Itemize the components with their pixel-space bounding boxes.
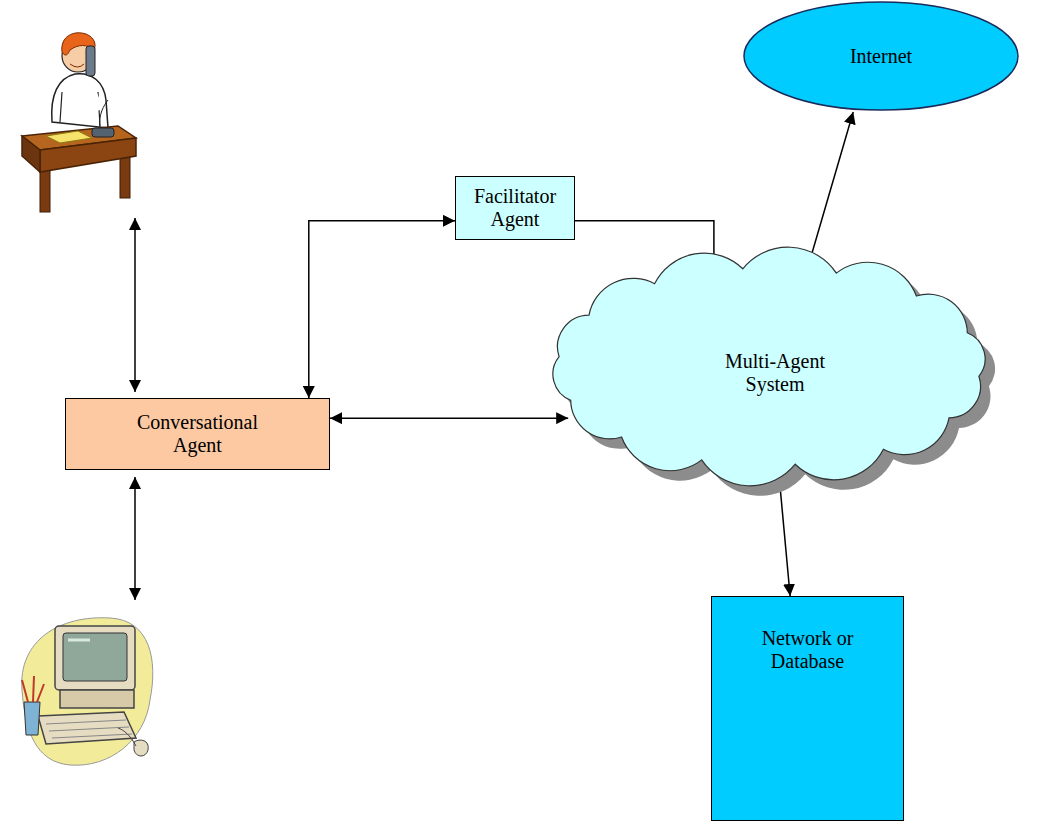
connector-arrow (808, 112, 853, 267)
papers (46, 131, 92, 143)
system-cloud: Multi-Agent System (540, 250, 1010, 495)
keyboard-keys (46, 720, 132, 738)
phone-base (92, 128, 114, 137)
ellipse-shape (744, 2, 1018, 110)
mouse (134, 740, 148, 756)
shirt (52, 74, 108, 128)
desk-side (22, 136, 40, 172)
mouth (70, 64, 84, 67)
computer-icon (22, 618, 153, 765)
database-box: Network or Database (711, 596, 904, 821)
mouse-cord (118, 728, 136, 746)
monitor (55, 626, 135, 690)
cloud-shape (553, 247, 985, 486)
phone-cord (100, 100, 108, 128)
icon-arrow (134, 218, 136, 392)
desk-front (40, 138, 136, 172)
connector-arrow (780, 483, 790, 596)
icon-background (22, 618, 153, 765)
internet-ellipse: Internet (742, 0, 1020, 112)
node-label: Conversational Agent (113, 411, 283, 457)
icon-arrow (134, 477, 136, 600)
connector-arrow (330, 417, 568, 419)
agent-box: Facilitator Agent (455, 176, 575, 240)
keyboard (38, 712, 136, 744)
pencil-cup (24, 702, 40, 735)
handset (86, 46, 95, 76)
arm (88, 78, 100, 110)
node-label: Facilitator Agent (463, 185, 567, 231)
screen-glare (68, 639, 90, 642)
node-label: Internet (850, 45, 912, 68)
pencils (22, 676, 44, 702)
screen (63, 633, 127, 681)
agent-box: Conversational Agent (65, 398, 330, 470)
computer-case (60, 690, 134, 708)
desk-leg (40, 170, 50, 212)
node-label: Network or Database (743, 627, 873, 673)
connector-arrow (309, 221, 455, 398)
person-at-desk-icon (22, 33, 136, 212)
node-label: Multi-Agent System (705, 350, 845, 396)
